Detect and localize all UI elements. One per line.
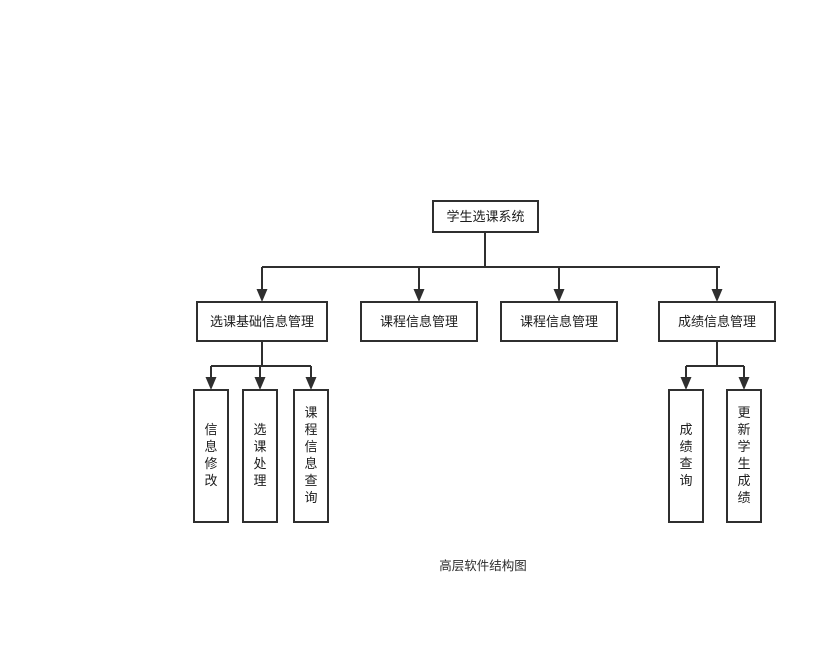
node-box-leaf-2[interactable] — [242, 389, 278, 523]
node-box-l2-4[interactable] — [658, 301, 776, 342]
node-box-leaf-3[interactable] — [293, 389, 329, 523]
node-box-leaf-4[interactable] — [668, 389, 704, 523]
main-drop-3-arrowhead — [553, 289, 565, 302]
node-label-root: 学生选课系统 — [446, 209, 524, 225]
main-drop-1-arrowhead — [256, 289, 268, 302]
right-drop-1-arrowhead — [680, 377, 692, 390]
main-drop-2-arrowhead — [413, 289, 425, 302]
node-label-l2-3: 课程信息管理 — [520, 314, 598, 330]
left-drop-1-arrowhead — [205, 377, 217, 390]
connector-layer — [205, 232, 750, 390]
node-label-l2-1: 选课基础信息管理 — [210, 314, 314, 330]
left-drop-2-arrowhead — [254, 377, 266, 390]
node-box-l2-2[interactable] — [360, 301, 478, 342]
right-drop-2-arrowhead — [738, 377, 750, 390]
diagram-caption: 高层软件结构图 — [439, 558, 527, 573]
node-label-l2-4: 成绩信息管理 — [678, 314, 756, 330]
node-box-leaf-1[interactable] — [193, 389, 229, 523]
node-box-leaf-5[interactable] — [726, 389, 762, 523]
left-drop-3-arrowhead — [305, 377, 317, 390]
node-box-l2-1[interactable] — [196, 301, 328, 342]
node-box-root[interactable] — [432, 200, 539, 233]
main-drop-4-arrowhead — [711, 289, 723, 302]
node-box-l2-3[interactable] — [500, 301, 618, 342]
node-label-l2-2: 课程信息管理 — [380, 314, 458, 330]
